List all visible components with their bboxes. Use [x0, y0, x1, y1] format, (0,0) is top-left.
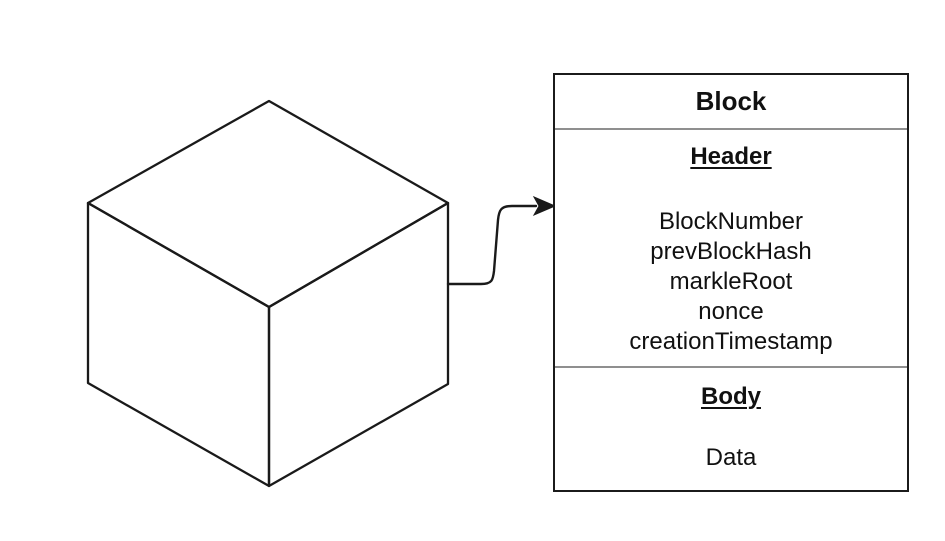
- header-field-nonce: nonce: [698, 298, 764, 325]
- body-field-data: Data: [705, 444, 757, 471]
- body-field-list: Data: [555, 443, 907, 473]
- arrowhead-icon: [532, 195, 557, 217]
- cube-right-face: [267, 201, 450, 488]
- header-field-blocknumber: BlockNumber: [658, 208, 804, 235]
- block-node: Block Header BlockNumber prevBlockHash m…: [553, 73, 909, 492]
- header-field-list: BlockNumber prevBlockHash markleRoot non…: [555, 207, 907, 357]
- header-field-prevblockhash: prevBlockHash: [650, 238, 812, 265]
- header-field-markleroot: markleRoot: [669, 268, 793, 295]
- cube-left-face: [86, 201, 271, 488]
- block-title: Block: [555, 75, 907, 130]
- block-body-section: Body Data: [555, 368, 907, 473]
- block-header-section: Header BlockNumber prevBlockHash markleR…: [555, 130, 907, 368]
- cube-icon: [86, 99, 450, 488]
- header-label: Header: [690, 143, 772, 170]
- header-field-creationtimestamp: creationTimestamp: [629, 328, 833, 355]
- arrow-connector: [446, 204, 538, 286]
- body-label: Body: [701, 383, 761, 410]
- cube-top-face: [86, 99, 450, 309]
